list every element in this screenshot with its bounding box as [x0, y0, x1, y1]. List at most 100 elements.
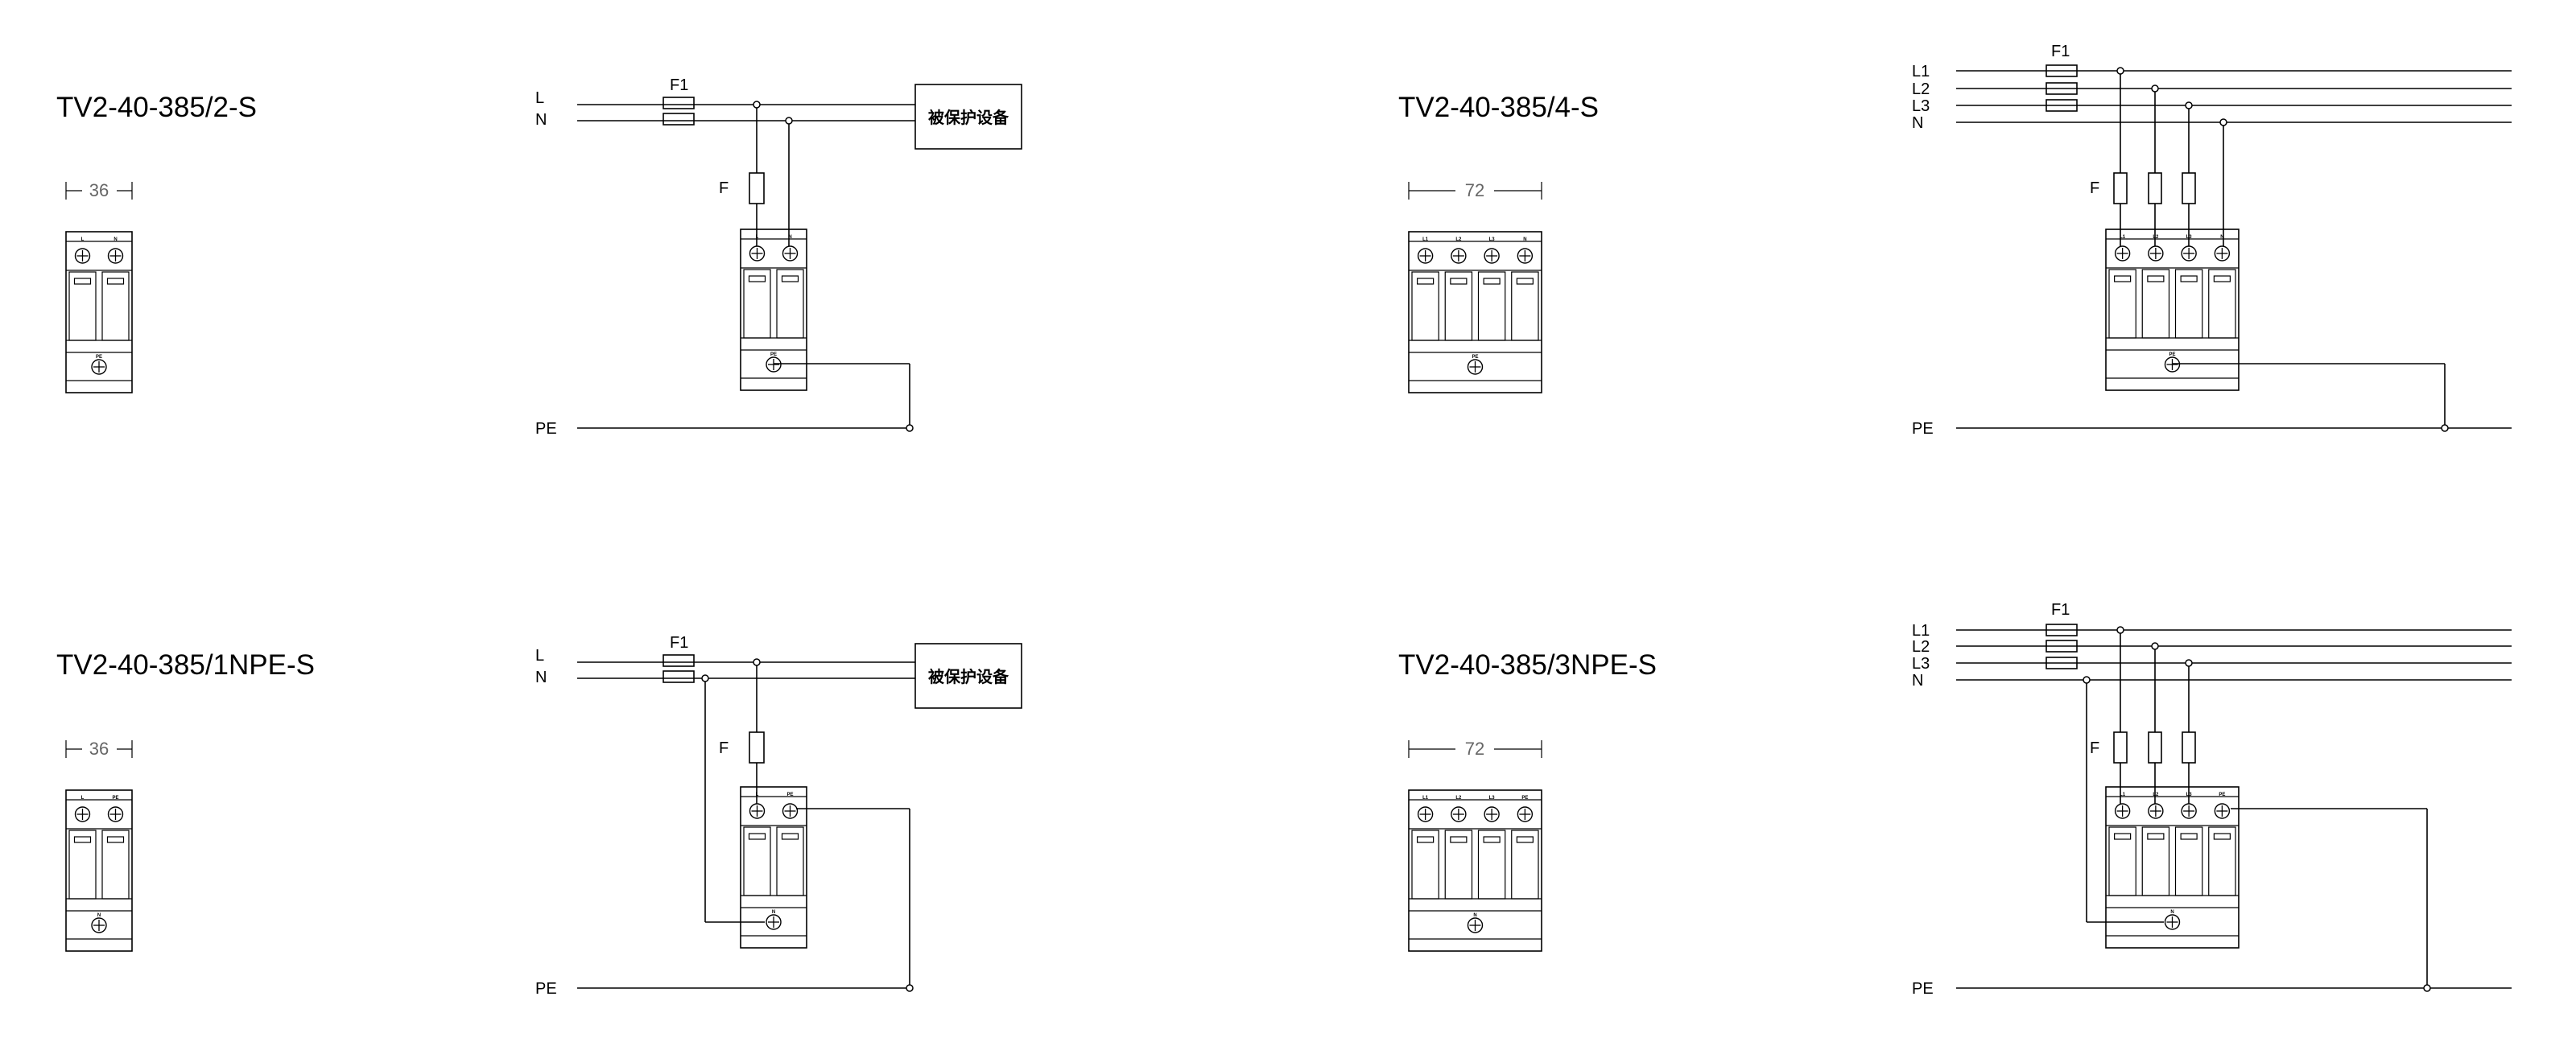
fuse-f1-l: [663, 654, 695, 667]
equipment-box: [914, 643, 1022, 709]
junction-dot: [2185, 659, 2193, 667]
terminal-screw-icon: [1517, 248, 1534, 264]
pole-tag: L1: [2120, 793, 2126, 797]
cartridge: [2141, 269, 2170, 339]
pole-tag: PE: [2219, 793, 2225, 797]
terminal-screw-icon: [2164, 914, 2181, 930]
module-outline: [740, 229, 807, 391]
line-label-l: L: [535, 647, 544, 665]
module-outline: [1408, 231, 1542, 393]
cartridge: [1411, 271, 1439, 341]
fuse-f: [2113, 731, 2128, 764]
pole-tag: L: [756, 793, 759, 797]
ground-tag: N: [97, 913, 101, 918]
status-window: [2213, 833, 2231, 840]
status-window: [2180, 275, 2198, 282]
cartridge: [1477, 830, 1506, 900]
terminal-screw-icon: [2148, 245, 2164, 262]
ground-tag: PE: [770, 352, 777, 357]
cartridge: [2174, 269, 2203, 339]
dimension-width: 72: [1408, 180, 1542, 200]
terminal-screw-icon: [2148, 803, 2164, 819]
fuse-label-f1: F1: [670, 634, 688, 652]
cartridge: [101, 830, 130, 900]
pole-tag: L1: [1422, 237, 1429, 242]
fuse-label-f1: F1: [2051, 43, 2070, 60]
junction-dot: [701, 674, 709, 682]
junction-dot: [2116, 67, 2124, 75]
fuse-f1: [2046, 64, 2078, 77]
equipment-box: [914, 84, 1022, 150]
pole-tag: L: [756, 235, 759, 240]
fuse-f1: [2046, 640, 2078, 653]
cartridge: [68, 271, 97, 341]
cartridge: [1511, 830, 1539, 900]
pole-tag: L2: [2153, 793, 2159, 797]
ground-tag: N: [2170, 910, 2174, 915]
pole-tag: N: [1523, 237, 1526, 242]
fuse-label-f: F: [719, 739, 729, 757]
dimension-label: 36: [89, 180, 109, 200]
junction-dot: [2151, 84, 2159, 93]
fuse-f1-l: [663, 97, 695, 109]
module-outline: [740, 786, 807, 949]
ground-tag: PE: [2169, 352, 2175, 357]
cartridge: [68, 830, 97, 900]
pole-tag: L2: [2153, 235, 2159, 240]
equipment-label: 被保护设备: [928, 667, 1009, 686]
terminal-screw-icon: [107, 806, 124, 822]
terminal-screw-icon: [2181, 245, 2197, 262]
status-window: [1417, 278, 1435, 285]
pole-tag: PE: [112, 796, 118, 801]
spd-module: L N PE: [740, 229, 807, 391]
pole-tag: L3: [2186, 793, 2193, 797]
dimension-label: 36: [89, 739, 109, 759]
terminal-screw-icon: [74, 248, 91, 264]
line-label-pe: PE: [1912, 420, 1934, 438]
junction-dot: [753, 101, 761, 109]
status-window: [73, 836, 92, 843]
status-window: [1516, 278, 1534, 285]
terminal-screw-icon: [1451, 248, 1467, 264]
line-label: L3: [1912, 655, 1930, 673]
module-outline: [1408, 789, 1542, 952]
pole-tag: L3: [1489, 796, 1496, 801]
fuse-f1-n: [663, 670, 695, 683]
status-window: [2114, 833, 2132, 840]
pole-tag: N: [788, 235, 791, 240]
line-label: L2: [1912, 80, 1930, 98]
cartridge: [776, 826, 804, 896]
cartridge: [1477, 271, 1506, 341]
fuse-f1: [2046, 82, 2078, 95]
module-outline: [2105, 229, 2240, 391]
panel-title: TV2-40-385/3NPE-S: [1398, 649, 1657, 681]
status-window: [2213, 275, 2231, 282]
pole-tag: L3: [2186, 235, 2193, 240]
terminal-screw-icon: [2181, 803, 2197, 819]
junction-dot: [2185, 101, 2193, 109]
status-window: [1516, 836, 1534, 843]
status-window: [781, 275, 799, 282]
cartridge: [2174, 826, 2203, 896]
cartridge: [1444, 271, 1473, 341]
line-label: L1: [1912, 63, 1930, 80]
line-label-pe: PE: [535, 980, 557, 998]
cartridge: [1411, 830, 1439, 900]
line-label: L1: [1912, 622, 1930, 640]
line-label: L2: [1912, 638, 1930, 656]
cartridge: [2208, 826, 2236, 896]
pole-tag: L: [81, 796, 85, 801]
junction-dot: [906, 984, 914, 992]
dimension-label: 72: [1465, 180, 1484, 200]
status-window: [781, 833, 799, 840]
terminal-screw-icon: [749, 803, 766, 819]
status-window: [2180, 833, 2198, 840]
line-label-n: N: [535, 669, 547, 686]
terminal-screw-icon: [2164, 356, 2181, 373]
